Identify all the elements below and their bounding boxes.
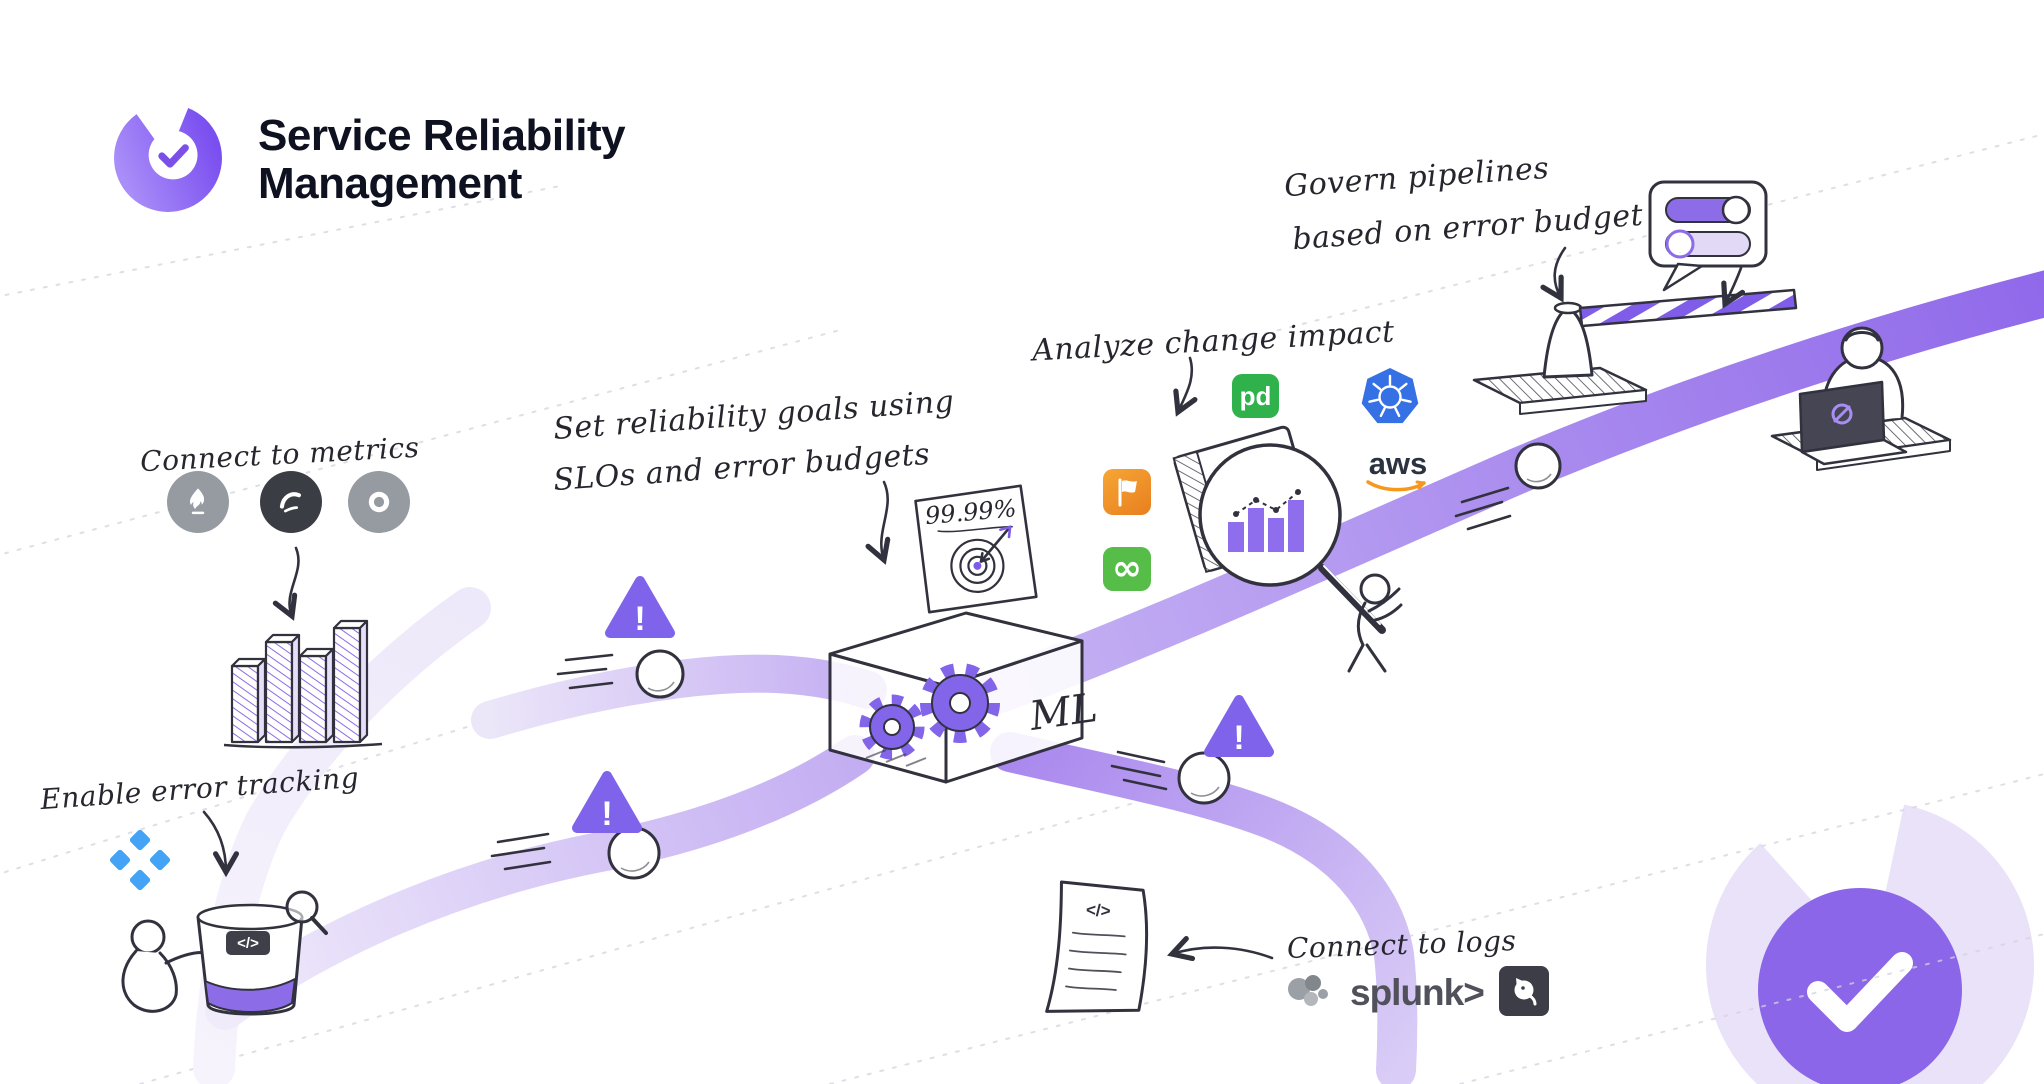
metrics-bar-chart-sketch: [223, 619, 383, 749]
ml-engine-box: ML: [828, 611, 1100, 784]
pagerduty-icon: pd: [1232, 374, 1279, 418]
gear-icon-large: [920, 663, 1000, 743]
person-head: [1840, 326, 1884, 370]
elastic-icon: [1288, 975, 1328, 1006]
code-bucket: </>: [196, 890, 328, 1016]
person-body: [121, 949, 178, 1013]
warning-triangle-icon: !: [1204, 695, 1274, 757]
error-tracking-figure: </>: [121, 890, 328, 1016]
dart-icon: [979, 525, 1012, 563]
metrics-ring-icon: [348, 471, 410, 533]
page-title: Service Reliability Management: [258, 111, 626, 209]
svg-text:!: !: [634, 600, 645, 638]
pagerduty-label: pd: [1239, 380, 1272, 411]
bar-1: [230, 657, 267, 744]
box-floor-hatch: [865, 749, 927, 767]
metrics-swirl-icon: [260, 471, 322, 533]
code-badge-label: </>: [237, 935, 259, 952]
pipelines-loop-icon: ∞: [1103, 547, 1151, 591]
feature-flag-icon: [1103, 469, 1151, 515]
route-upper-left: [471, 654, 887, 739]
magnifier-lens: [1198, 443, 1342, 587]
watermark-check-icon: [1807, 952, 1913, 1032]
log-code-glyph: </>: [1086, 900, 1112, 920]
title-line-1: Service Reliability: [258, 111, 626, 160]
barrier-striped-arm: [1578, 288, 1798, 328]
arrow-analyze-to-magnifier: [1173, 356, 1198, 417]
person-beret: [1844, 331, 1880, 342]
log-lines: [1065, 931, 1127, 991]
magnifier-person: [1347, 573, 1403, 673]
chart-baseline: [223, 742, 383, 749]
laptop-person: [1770, 326, 1952, 471]
srm-gauge-check-icon: [114, 104, 222, 212]
gear-icon-small: [859, 694, 925, 760]
slo-target-document: 99.99%: [914, 484, 1038, 614]
arrow-error-tracking: [202, 810, 239, 878]
target-icon: [950, 538, 1005, 593]
arrow-govern-to-barrier: [1540, 246, 1567, 303]
change-impact-magnifier: [1172, 425, 1403, 673]
log-paper: [1045, 880, 1149, 1013]
annotation-arrows: [202, 246, 1746, 962]
arrow-logs-to-page: [1166, 936, 1274, 962]
watermark-check-circle: [1758, 888, 1962, 1084]
ml-label: ML: [1026, 685, 1100, 740]
bar-4: [332, 619, 369, 744]
loop-glyph: ∞: [1112, 548, 1142, 589]
logo-check-icon: [158, 144, 189, 168]
speech-bubble-tail: [1662, 262, 1704, 292]
warning-triangle-icon: !: [572, 771, 642, 833]
arrow-goals-to-document: [865, 480, 891, 565]
bucket-magnifier-handle: [310, 916, 328, 935]
bucket-purple-band: [204, 978, 296, 1013]
watermark-gauge-check-icon: [1706, 801, 2034, 1084]
box-right-face: [944, 639, 1084, 784]
laptop-keyboard: [1800, 438, 1908, 466]
title-line-2: Management: [258, 159, 522, 209]
aws-smile-icon: [1366, 480, 1426, 492]
warning-triangles: ! ! !: [572, 576, 1274, 833]
route-lower-left: [205, 735, 875, 1030]
bar-2: [264, 633, 301, 744]
speed-lines: [490, 486, 1512, 871]
arrow-metrics-to-chart: [272, 546, 300, 621]
lens-chart: [1228, 489, 1304, 552]
log-document: </>: [1045, 880, 1149, 1013]
aws-label: aws: [1368, 446, 1428, 481]
datadog-icon: [1499, 966, 1549, 1016]
rolling-balls: [490, 442, 1562, 880]
error-tracking-diamond-icon: [109, 829, 171, 891]
splunk-logo: splunk>: [1350, 972, 1485, 1013]
route-down-right: [990, 732, 1418, 1084]
bucket-magnifier-icon: [285, 890, 319, 924]
prometheus-flame-icon: [167, 471, 229, 533]
bar-3: [298, 647, 335, 744]
code-badge: [226, 931, 270, 955]
kubernetes-wheel-icon: [1361, 368, 1419, 424]
svg-text:!: !: [601, 795, 612, 833]
laptop-screen-glyph: [1831, 403, 1853, 425]
arrow-bubble-to-arm: [1721, 266, 1746, 309]
person-head: [130, 919, 166, 955]
toggle-switches-icon: [1648, 180, 1768, 292]
svg-text:!: !: [1233, 719, 1244, 757]
warning-triangle-icon: !: [605, 576, 675, 638]
aws-logo: aws: [1366, 448, 1430, 495]
